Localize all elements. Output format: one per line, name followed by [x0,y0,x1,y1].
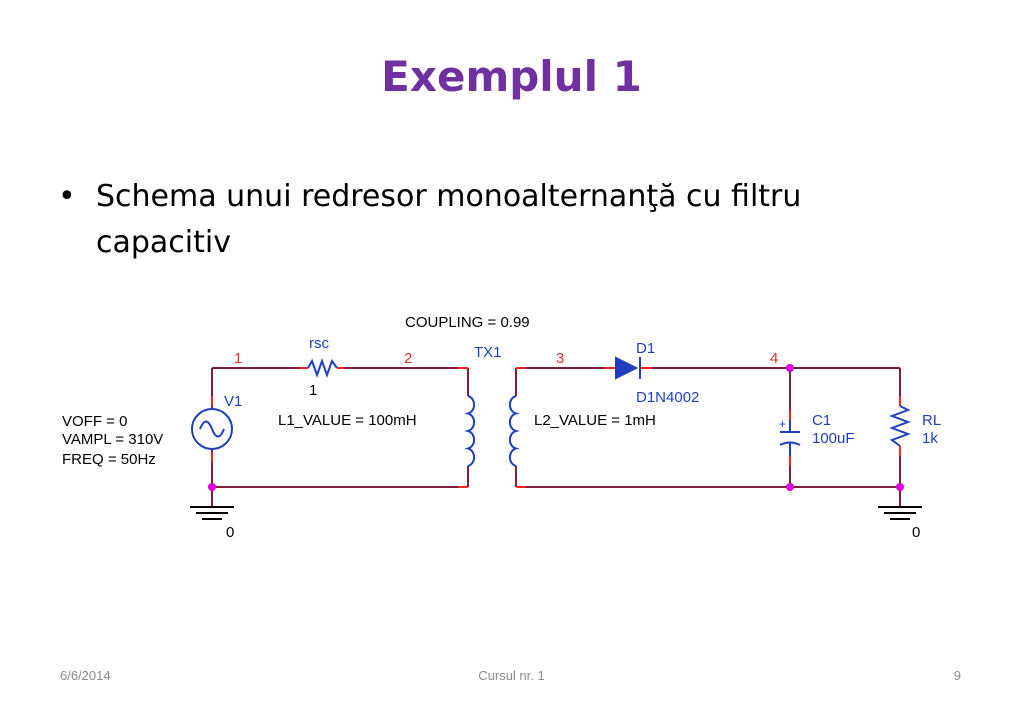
ground-left-symbol [190,506,234,520]
footer-course: Cursul nr. 1 [478,668,545,683]
pin-stubs [211,367,901,488]
load-name-label: RL [922,412,941,429]
rsc-resistor-symbol [307,358,338,378]
capacitor-name-label: C1 [812,412,831,429]
ground-right-label: 0 [912,524,920,541]
v1-sine-glyph [199,420,225,438]
junctions [208,364,904,491]
v1-source-symbol [191,408,233,450]
node-label-4: 4 [770,350,778,367]
source-voff-label: VOFF = 0 [62,413,127,430]
primary-coil-symbol [464,395,476,467]
junction-left-bottom [208,483,216,491]
bullet-text: Schema unui redresor monoalternanţă cu f… [96,179,802,260]
footer-date: 6/6/2014 [60,668,111,683]
junction-node4 [786,364,794,372]
footer-page-number: 9 [953,668,961,683]
capacitor-plus-sign: + [779,417,786,431]
node-label-2: 2 [404,350,412,367]
rl-resistor-symbol [889,405,911,447]
transformer-name-label: TX1 [474,344,502,361]
components: + [191,356,911,467]
rsc-value-label: 1 [309,382,317,399]
load-value-label: 1k [922,430,938,447]
capacitor-plate-bottom [779,441,801,446]
diode-name-label: D1 [636,340,655,357]
ground-left-label: 0 [226,524,234,541]
coupling-label: COUPLING = 0.99 [405,314,530,331]
diode-symbol [615,356,639,380]
slide-title: Exemplul 1 [381,52,642,101]
source-name-label: V1 [224,393,242,410]
junction-cap-bottom [786,483,794,491]
source-freq-label: FREQ = 50Hz [62,451,156,468]
diode-model-label: D1N4002 [636,389,699,406]
bullet-dot: • [58,179,76,214]
ground-right-symbol [878,506,922,520]
source-vampl-label: VAMPL = 310V [62,431,163,448]
junction-right-bottom [896,483,904,491]
secondary-coil-symbol [508,395,520,467]
node-label-1: 1 [234,350,242,367]
capacitor-value-label: 100uF [812,430,855,447]
l2-value-label: L2_VALUE = 1mH [534,412,656,429]
rsc-name-label: rsc [309,335,329,352]
node-label-3: 3 [556,350,564,367]
l1-value-label: L1_VALUE = 100mH [278,412,417,429]
